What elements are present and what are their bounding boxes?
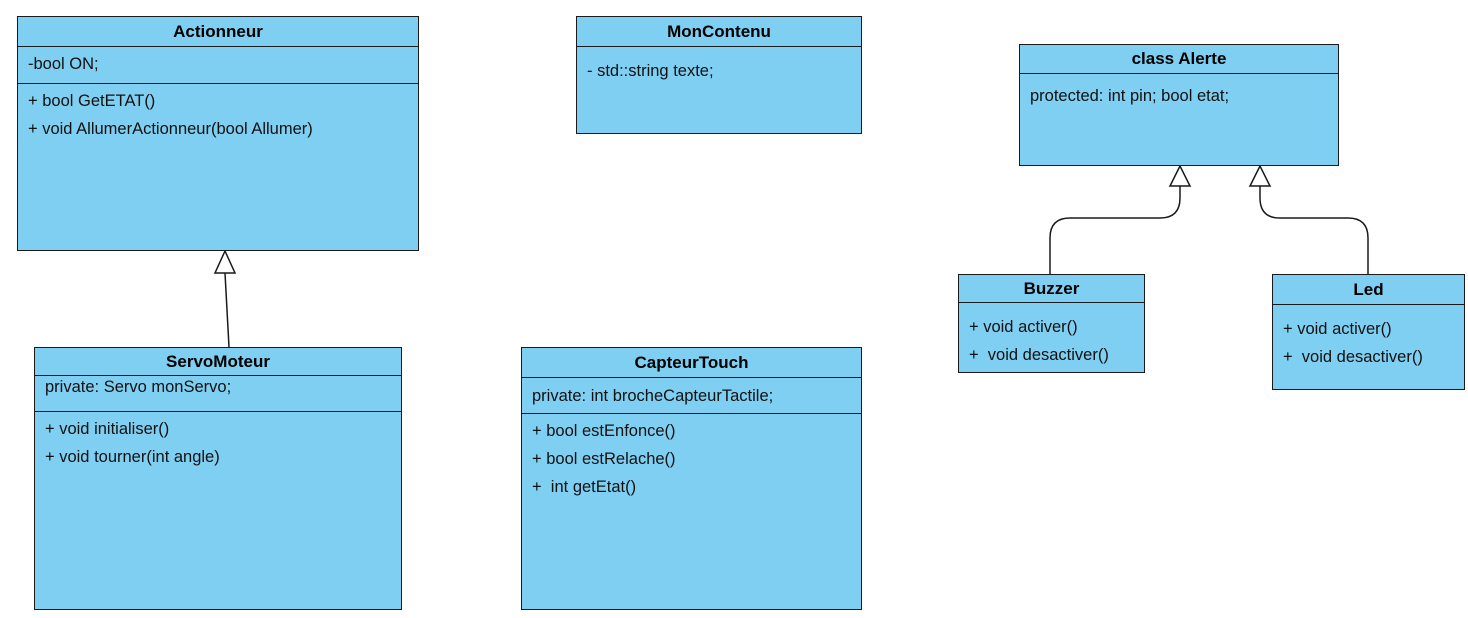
- class-title: Buzzer: [959, 275, 1144, 303]
- operation: + void activer(): [1283, 320, 1392, 338]
- class-attributes: -bool ON;: [18, 47, 418, 84]
- class-title: Led: [1273, 275, 1464, 305]
- class-title: ServoMoteur: [35, 348, 401, 376]
- edge-servomoteur-actionneur: [224, 272, 230, 348]
- operation: + void AllumerActionneur(bool Allumer): [28, 120, 313, 138]
- operation: + void activer(): [969, 318, 1078, 336]
- class-operations: + bool GetETAT() + void AllumerActionneu…: [18, 84, 418, 146]
- operation: + int getEtat(): [532, 478, 637, 496]
- class-led[interactable]: Led + void activer() + void desactiver(): [1272, 274, 1465, 390]
- class-alerte[interactable]: class Alerte protected: int pin; bool et…: [1019, 44, 1339, 166]
- edge-buzzer-alerte: [1049, 186, 1181, 275]
- attribute: - std::string texte;: [587, 62, 714, 80]
- class-title: class Alerte: [1020, 45, 1338, 74]
- attribute: private: int brocheCapteurTactile;: [532, 387, 774, 405]
- edge-led-alerte: [1259, 186, 1369, 275]
- attribute: -bool ON;: [28, 55, 99, 73]
- operation: + bool estRelache(): [532, 450, 676, 468]
- class-attributes: private: Servo monServo;: [35, 376, 401, 412]
- class-operations: + void initialiser() + void tourner(int …: [35, 412, 401, 474]
- class-title: Actionneur: [18, 17, 418, 47]
- operation: + void tourner(int angle): [45, 448, 220, 466]
- class-title: MonContenu: [577, 17, 861, 47]
- operation: + void desactiver(): [969, 346, 1109, 364]
- operation: + void initialiser(): [45, 420, 170, 438]
- class-moncontenu[interactable]: MonContenu - std::string texte;: [576, 16, 862, 134]
- class-operations: + void activer() + void desactiver(): [959, 303, 1144, 372]
- arrowhead-actionneur: [213, 249, 237, 274]
- class-attributes: private: int brocheCapteurTactile;: [522, 378, 861, 414]
- class-attributes: protected: int pin; bool etat;: [1020, 74, 1338, 113]
- operation: + void desactiver(): [1283, 348, 1423, 366]
- class-operations: + bool estEnfonce() + bool estRelache() …: [522, 414, 861, 504]
- class-actionneur[interactable]: Actionneur -bool ON; + bool GetETAT() + …: [17, 16, 419, 251]
- class-servomoteur[interactable]: ServoMoteur private: Servo monServo; + v…: [34, 347, 402, 610]
- class-operations: + void activer() + void desactiver(): [1273, 305, 1464, 374]
- attribute: private: Servo monServo;: [45, 378, 232, 396]
- arrowhead-alerte-left: [1168, 164, 1192, 187]
- class-buzzer[interactable]: Buzzer + void activer() + void desactive…: [958, 274, 1145, 373]
- class-capteurtouch[interactable]: CapteurTouch private: int brocheCapteurT…: [521, 347, 862, 610]
- operation: + bool GetETAT(): [28, 92, 156, 110]
- class-attributes: - std::string texte;: [577, 47, 861, 88]
- operation: + bool estEnfonce(): [532, 422, 676, 440]
- arrowhead-alerte-right: [1248, 164, 1272, 187]
- class-title: CapteurTouch: [522, 348, 861, 378]
- attribute: protected: int pin; bool etat;: [1030, 87, 1230, 105]
